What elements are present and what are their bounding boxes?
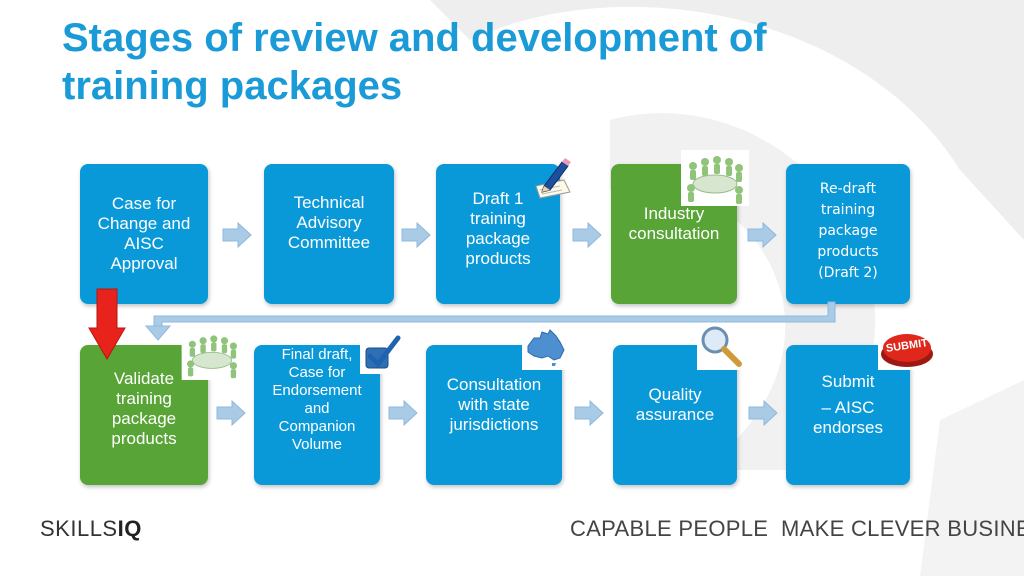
right-arrow-icon: [222, 222, 252, 248]
meeting-group-icon: [181, 330, 243, 380]
step-text: Companion: [278, 418, 356, 435]
step-final-draft: Final draft, Case for Endorsement and Co…: [254, 345, 380, 485]
step-text: Technical: [293, 193, 365, 212]
step-text: with state: [458, 395, 530, 414]
right-arrow-icon: [388, 400, 418, 426]
magnifier-icon: [697, 324, 745, 370]
step-text: Draft 1: [472, 189, 524, 208]
step-text: and: [304, 400, 330, 417]
step-re-draft: Re-draft training package products (Draf…: [786, 164, 910, 304]
step-text: endorses: [813, 418, 883, 437]
step-text: package: [111, 409, 177, 428]
step-text: products: [817, 243, 879, 260]
meeting-group-icon: [681, 150, 749, 206]
step-text: training: [470, 209, 526, 228]
title-line-1: Stages of review and development of: [62, 16, 767, 60]
step-text: Volume: [291, 436, 343, 453]
step-text: Endorsement: [272, 382, 362, 399]
pencil-paper-icon: [535, 158, 571, 199]
step-text: Consultation: [446, 375, 542, 394]
step-text: products: [111, 429, 177, 448]
step-text: Final draft,: [281, 346, 353, 363]
right-arrow-icon: [401, 222, 431, 248]
step-validate: Validate training package products: [80, 345, 208, 485]
step-text: Committee: [287, 233, 371, 252]
brand-suffix: IQ: [117, 516, 142, 541]
step-text: products: [465, 249, 531, 268]
step-text: consultation: [628, 224, 720, 243]
return-arrow-icon: [144, 301, 836, 341]
step-text: Advisory: [296, 213, 362, 232]
step-text: Quality: [648, 385, 702, 404]
step-text: Case for: [111, 194, 177, 213]
skillsiq-logo: SKILLSIQ: [40, 516, 142, 542]
step-case-for-change: Case for Change and AISC Approval: [80, 164, 208, 304]
step-text: – AISC: [821, 398, 875, 417]
step-text: AISC: [124, 234, 164, 253]
step-text: jurisdictions: [449, 415, 539, 434]
right-arrow-icon: [572, 222, 602, 248]
right-arrow-icon: [574, 400, 604, 426]
right-arrow-icon: [747, 222, 777, 248]
page-title: Stages of review and development of trai…: [62, 14, 962, 110]
step-text: Case for: [288, 364, 346, 381]
australia-map-icon: [522, 324, 570, 370]
step-text: Approval: [110, 254, 178, 273]
submit-button-icon: [878, 328, 936, 370]
step-text: Submit: [821, 372, 875, 391]
right-arrow-icon: [216, 400, 246, 426]
step-draft-1: Draft 1 training package products: [436, 164, 560, 304]
step-text: Industry: [643, 204, 705, 223]
step-text: package: [818, 222, 878, 239]
step-text: training: [116, 389, 172, 408]
down-arrow-icon: [88, 288, 126, 360]
step-text: training: [820, 201, 876, 218]
step-text: Change and: [97, 214, 191, 233]
step-text: assurance: [635, 405, 715, 424]
step-text: (Draft 2): [818, 264, 878, 281]
footer-tagline: CAPABLE PEOPLE MAKE CLEVER BUSINESS: [570, 516, 1024, 541]
step-technical-advisory-committee: Technical Advisory Committee: [264, 164, 394, 304]
title-line-2: training packages: [62, 64, 403, 108]
checkmark-box-icon: [360, 334, 402, 374]
step-text: Re-draft: [819, 180, 877, 197]
brand-prefix: SKILLS: [40, 516, 118, 541]
step-text: package: [465, 229, 531, 248]
right-arrow-icon: [748, 400, 778, 426]
step-text: Validate: [113, 369, 175, 388]
